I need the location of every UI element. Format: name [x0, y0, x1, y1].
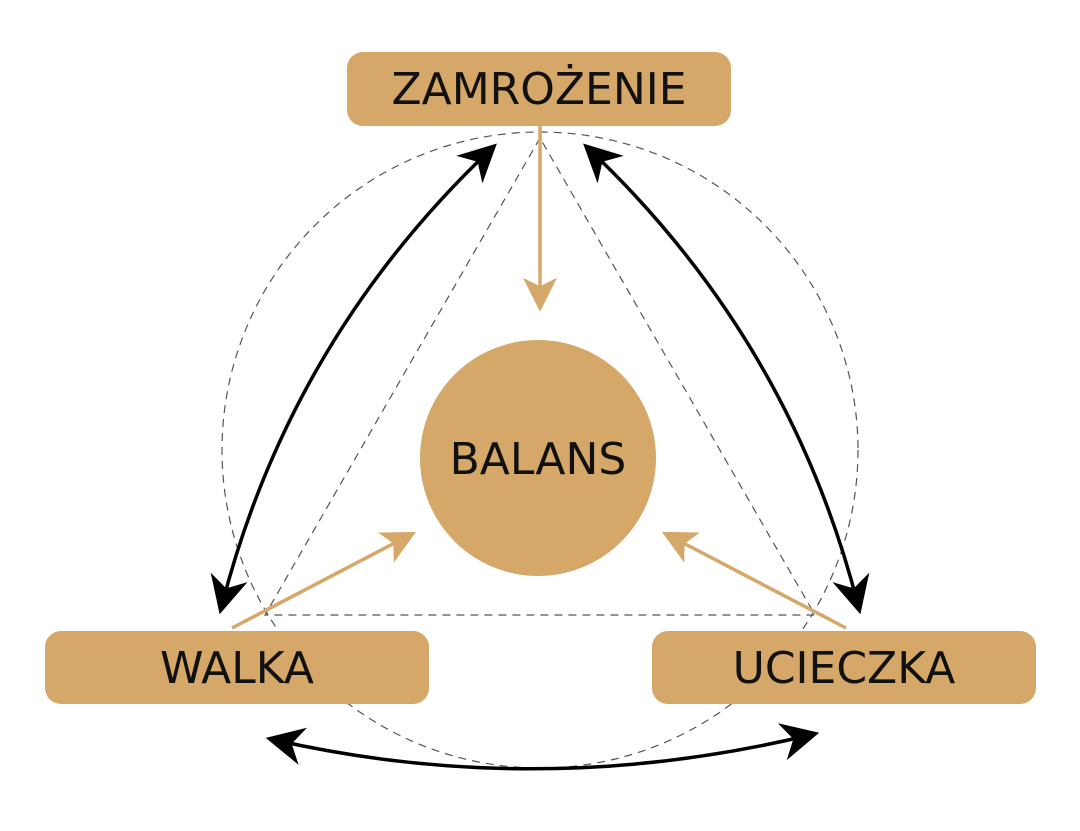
balans-circle	[420, 340, 656, 576]
node-zamrozenie: ZAMROŻENIE	[347, 52, 731, 126]
node-ucieczka-box	[652, 631, 1036, 704]
node-ucieczka: UCIECZKA	[652, 631, 1036, 704]
balance-arrows	[231, 124, 847, 630]
balans-label: BALANS	[450, 434, 627, 485]
node-walka-label: WALKA	[160, 643, 314, 694]
node-zamrozenie-label: ZAMROŻENIE	[391, 63, 686, 115]
node-walka-box	[45, 631, 429, 704]
center-node: BALANS	[420, 340, 656, 576]
arrow-zamrozenie-ucieczka	[583, 143, 870, 615]
arrow-walka-balans	[231, 531, 417, 630]
node-zamrozenie-box	[347, 52, 731, 126]
cycle-arrows	[210, 143, 870, 771]
node-ucieczka-label: UCIECZKA	[733, 643, 956, 694]
arrow-walka-ucieczka	[265, 723, 820, 771]
node-walka: WALKA	[45, 631, 429, 704]
arrow-zamrozenie-walka	[210, 143, 497, 615]
arrow-ucieczka-balans	[661, 531, 847, 630]
